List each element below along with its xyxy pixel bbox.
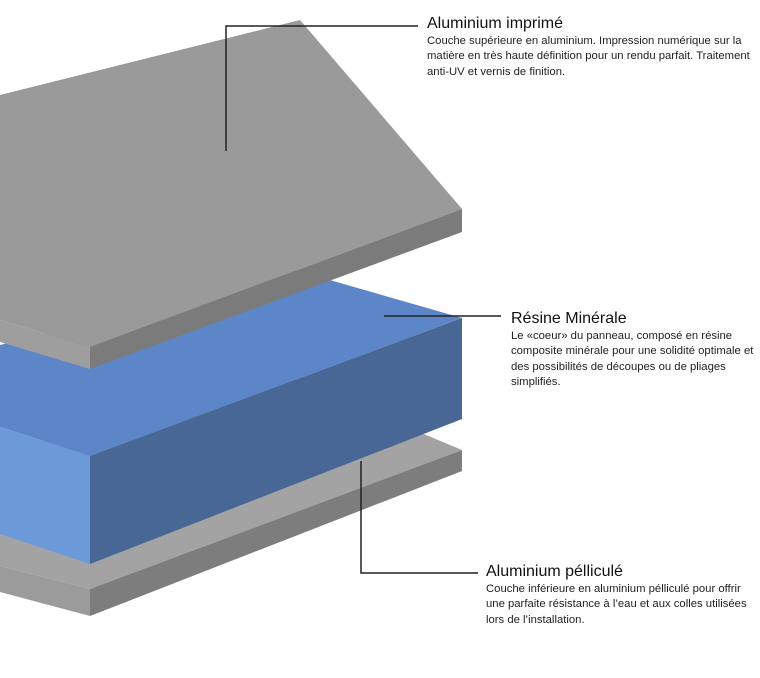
bottom-layer-front-face (90, 450, 462, 616)
top-layer-left-face (0, 320, 90, 369)
bottom-layer-title: Aluminium pélliculé (486, 563, 623, 580)
top-layer-title: Aluminium imprimé (427, 15, 564, 32)
middle-layer-description: Le «coeur» du panneau, composé en résine… (511, 330, 754, 388)
top-layer-description: Couche supérieure en aluminium. Impressi… (427, 35, 750, 78)
bottom-layer-left-face (0, 566, 90, 616)
middle-layer-title: Résine Minérale (511, 310, 627, 327)
top-layer-top-face (0, 20, 462, 347)
bottom-layer-description: Couche inférieure en aluminium pélliculé… (486, 583, 747, 626)
top-aluminium-layer (0, 20, 462, 369)
middle-layer-left-face (0, 427, 90, 564)
bottom-layer-label: Aluminium pélliculé Couche inférieure en… (486, 562, 756, 628)
bottom-layer-leader-line (360, 461, 478, 574)
top-layer-label: Aluminium imprimé Couche supérieure en a… (427, 14, 757, 80)
top-layer-leader-line (225, 25, 418, 151)
top-layer-front-face (90, 209, 462, 369)
middle-layer-label: Résine Minérale Le «coeur» du panneau, c… (511, 309, 756, 390)
middle-layer-front-face (90, 318, 462, 564)
